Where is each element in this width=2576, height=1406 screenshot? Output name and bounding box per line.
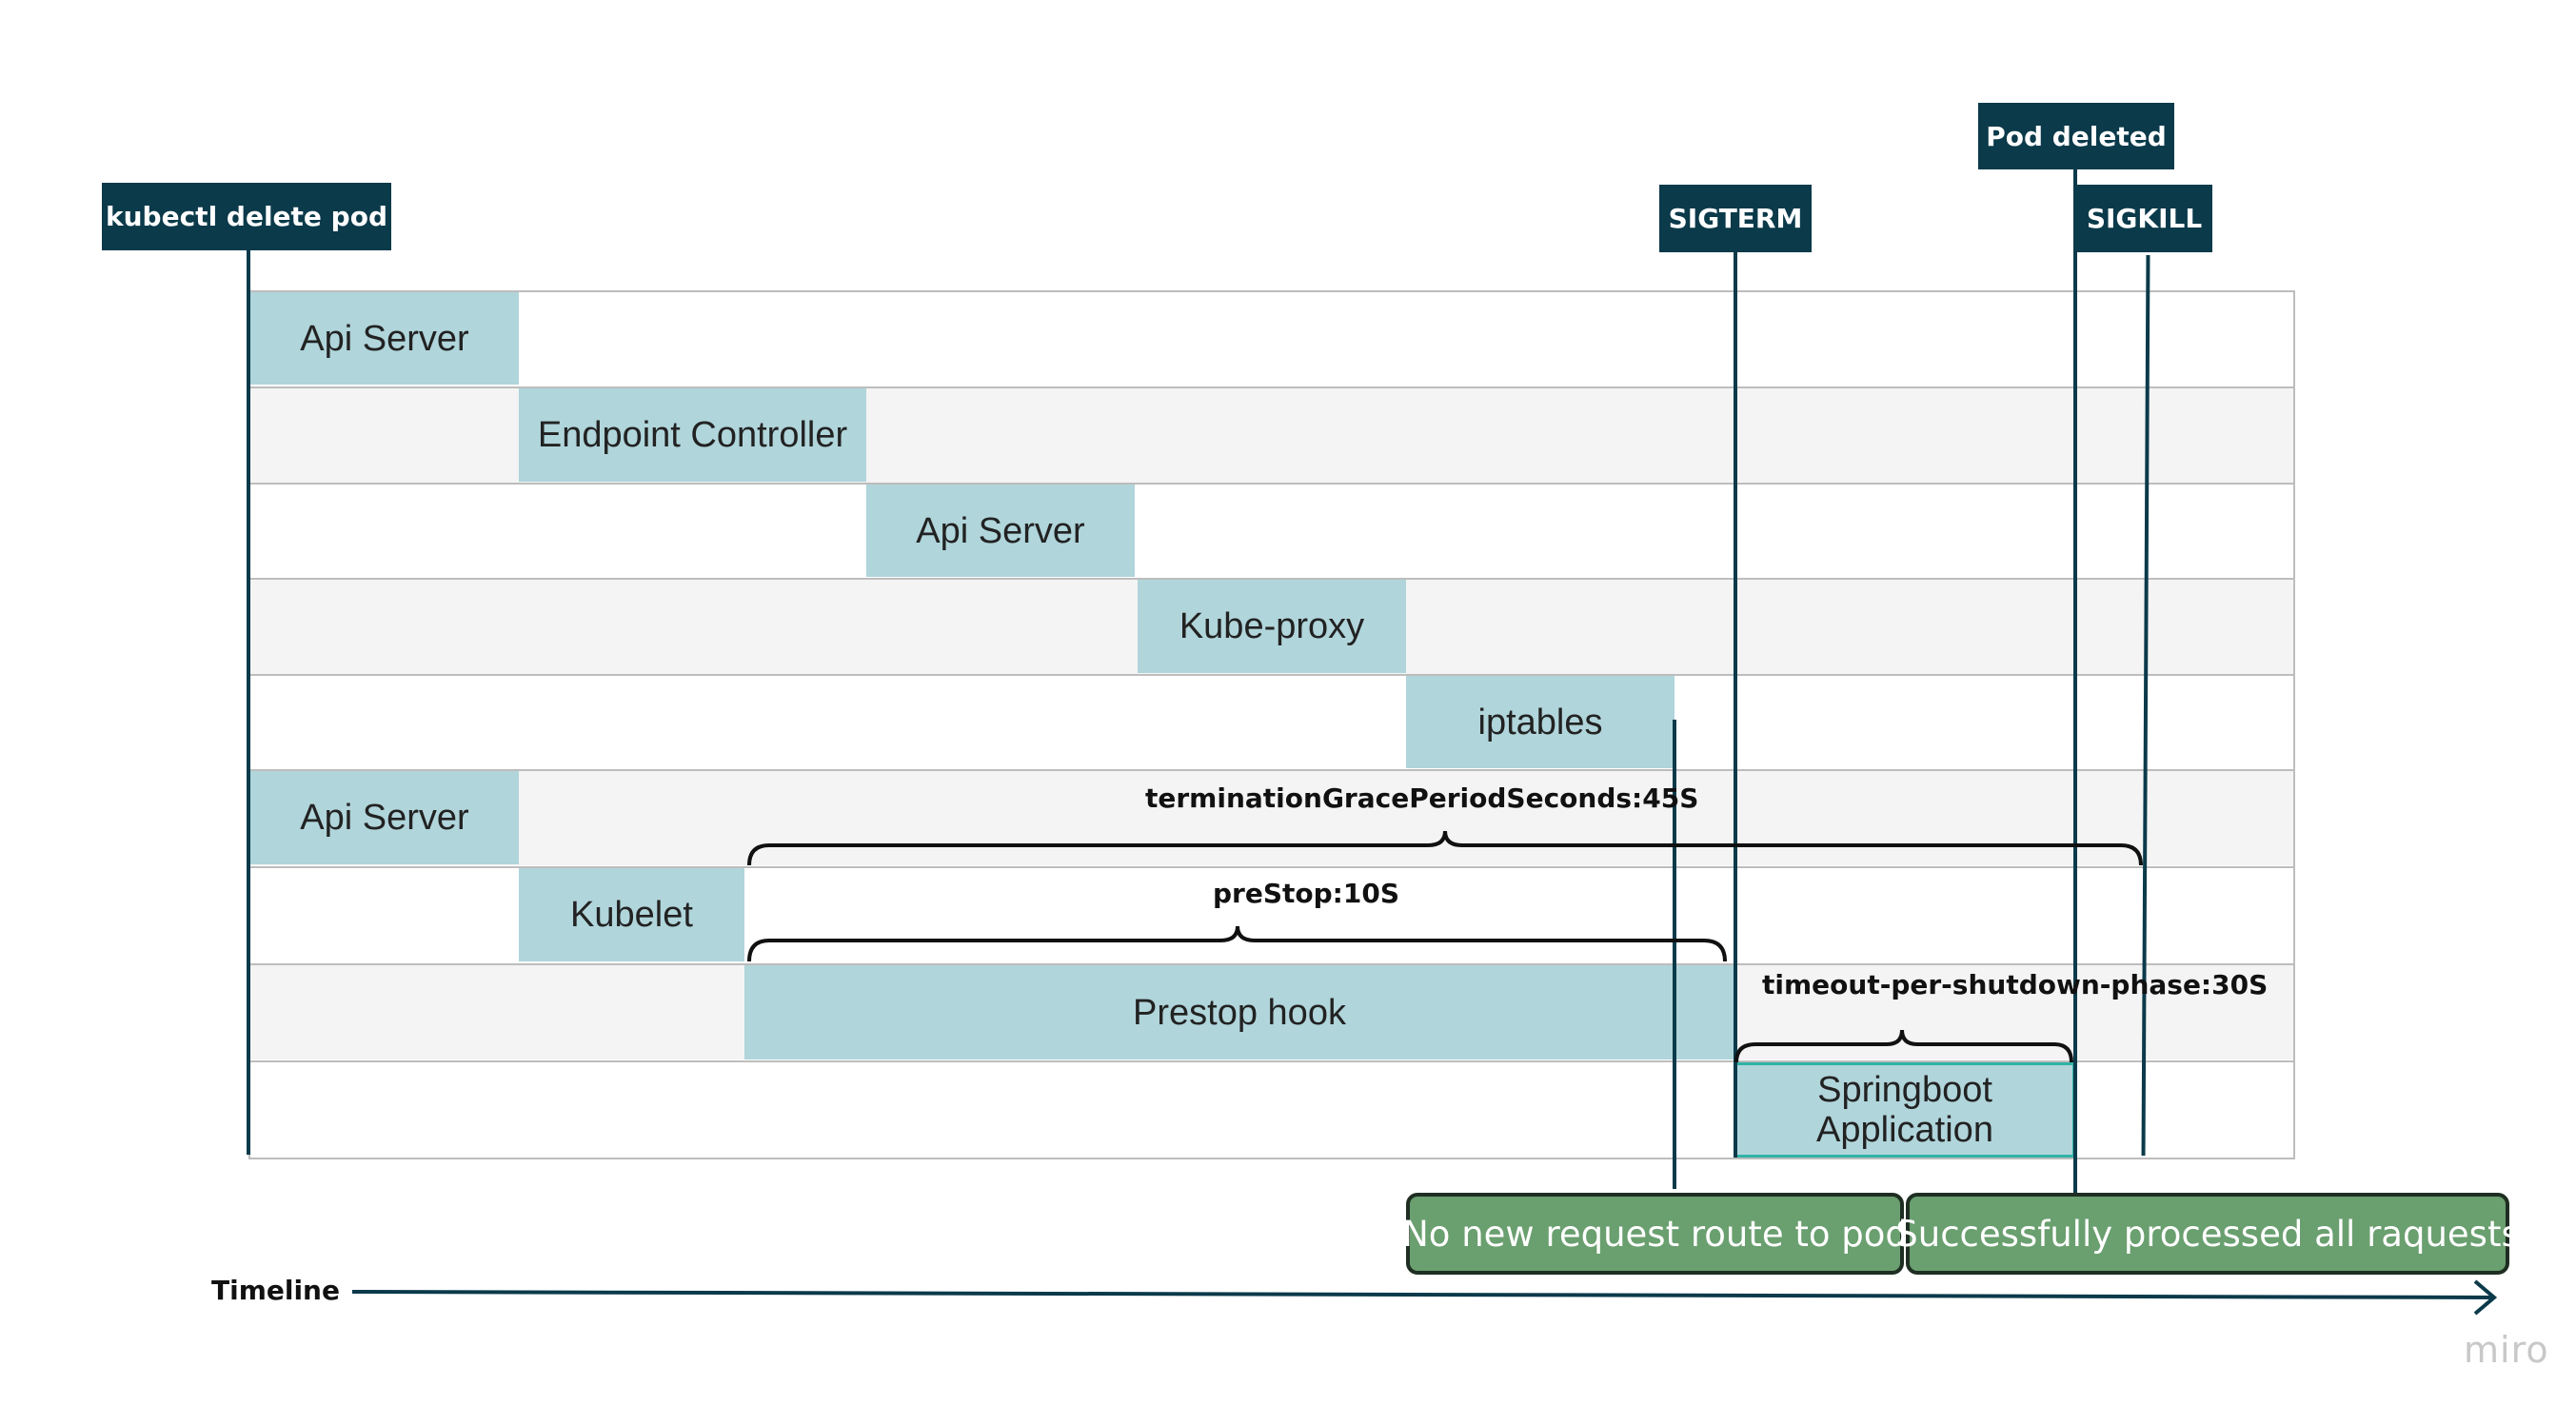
tag-sigterm[interactable]: SIGTERM <box>1659 185 1812 252</box>
brace-grace-period <box>747 830 2143 866</box>
block-label: Kube-proxy <box>1179 606 1365 646</box>
lane-9 <box>248 1060 2294 1159</box>
block-label: Endpoint Controller <box>537 415 848 455</box>
block-label: Api Server <box>916 510 1085 551</box>
marker-kubectl-line <box>247 246 250 1155</box>
block-api-server-1[interactable]: Api Server <box>250 292 519 385</box>
tag-sigkill[interactable]: SIGKILL <box>2076 185 2212 252</box>
tag-kubectl-delete-pod[interactable]: kubectl delete pod <box>102 183 391 250</box>
lane-3 <box>248 483 2294 579</box>
miro-watermark: miro <box>2464 1329 2549 1371</box>
label-prestop: preStop:10S <box>1213 878 1399 909</box>
timeline-label: Timeline <box>211 1275 340 1306</box>
block-label: Kubelet <box>570 895 693 935</box>
timeline-axis <box>351 1290 2495 1299</box>
brace-shutdown-phase <box>1734 1029 2073 1063</box>
label-shutdown-phase: timeout-per-shutdown-phase:30S <box>1762 969 2269 1000</box>
result-label: Successfully processed all raquests <box>1895 1213 2520 1255</box>
result-label: No new request route to pod <box>1402 1213 1908 1255</box>
result-processed-all[interactable]: Successfully processed all raquests <box>1895 1193 2520 1275</box>
block-prestop-hook[interactable]: Prestop hook <box>744 965 1734 1059</box>
block-api-server-2[interactable]: Api Server <box>866 485 1135 577</box>
block-label: Api Server <box>300 318 469 359</box>
block-label: Prestop hook <box>1133 992 1346 1033</box>
block-kubelet[interactable]: Kubelet <box>519 868 744 961</box>
brace-prestop <box>747 925 1727 962</box>
lane-6 <box>248 769 2294 865</box>
block-label: Api Server <box>300 798 469 838</box>
tag-label: Pod deleted <box>1986 120 2167 152</box>
block-label: iptables <box>1477 702 1603 743</box>
block-api-server-3[interactable]: Api Server <box>250 771 519 864</box>
block-label-line-2: Application <box>1816 1110 1993 1150</box>
lane-7 <box>248 866 2294 962</box>
tag-label: SIGTERM <box>1668 203 1803 234</box>
marker-pod-deleted-line <box>2073 168 2077 1193</box>
tag-pod-deleted[interactable]: Pod deleted <box>1978 103 2174 169</box>
block-endpoint-controller[interactable]: Endpoint Controller <box>519 388 866 482</box>
lane-5 <box>248 674 2294 770</box>
tag-label: SIGKILL <box>2086 203 2203 234</box>
result-no-new-request[interactable]: No new request route to pod <box>1402 1193 1908 1275</box>
marker-sigterm-line <box>1734 251 1737 1158</box>
block-kube-proxy[interactable]: Kube-proxy <box>1138 580 1406 673</box>
tag-label: kubectl delete pod <box>106 201 387 232</box>
block-label-line-1: Springboot <box>1817 1070 1992 1110</box>
timeline-arrow-head <box>2473 1279 2498 1316</box>
label-grace-period: terminationGracePeriodSeconds:45S <box>1145 782 1699 814</box>
block-iptables[interactable]: iptables <box>1406 676 1674 768</box>
marker-iptables-line <box>1673 720 1676 1189</box>
block-springboot-application[interactable]: Springboot Application <box>1734 1062 2075 1158</box>
